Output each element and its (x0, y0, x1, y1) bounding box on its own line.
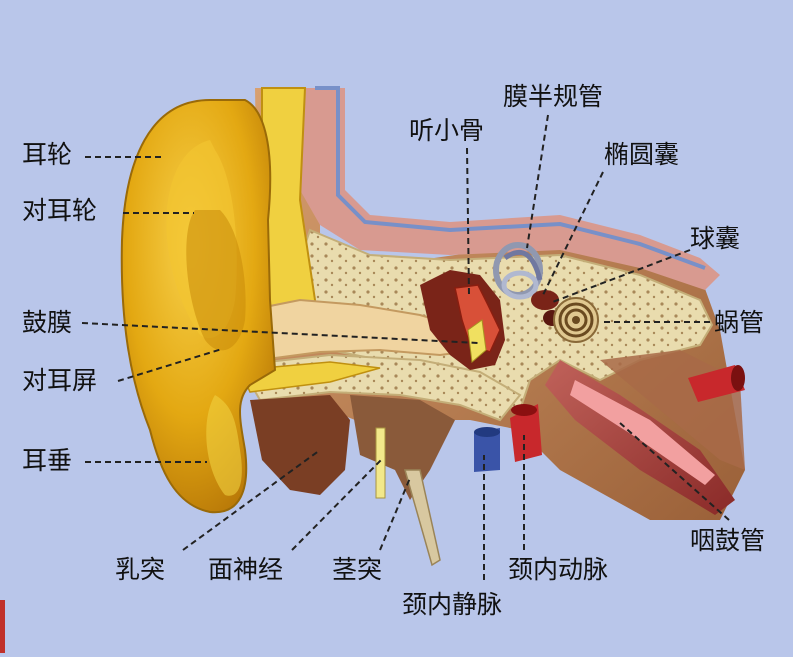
mastoid-process (250, 395, 350, 495)
vessel-right (688, 365, 745, 402)
ossicles (454, 284, 501, 353)
label-internal-carotid-artery: 颈内动脉 (508, 555, 609, 584)
tympanic-membrane (467, 319, 487, 363)
label-utricle: 椭圆囊 (604, 140, 680, 169)
tube-lumen (570, 380, 715, 485)
label-antitragus: 对耳屏 (22, 366, 98, 395)
internal-jugular-vein (474, 428, 500, 472)
label-helix: 耳轮 (22, 140, 73, 169)
label-cochlea: 蜗管 (714, 308, 765, 337)
label-eustachian-tube: 咽鼓管 (690, 526, 766, 555)
utricle (531, 290, 559, 310)
facial-nerve (375, 427, 386, 499)
semicircular-canals (493, 242, 543, 300)
lobule-fold (206, 395, 242, 496)
label-internal-jugular-vein: 颈内静脉 (402, 590, 503, 619)
label-tympanic-membrane: 鼓膜 (22, 308, 73, 337)
label-ossicles: 听小骨 (409, 116, 485, 145)
styloid-process (404, 469, 441, 567)
label-earlobe: 耳垂 (22, 446, 73, 475)
label-saccule: 球囊 (690, 224, 741, 253)
leader-lines (81, 114, 730, 580)
label-antihelix: 对耳轮 (22, 196, 98, 225)
label-facial-nerve: 面神经 (208, 555, 284, 584)
lower-tissue (350, 395, 455, 500)
concha (186, 210, 246, 351)
internal-carotid-artery (510, 404, 542, 462)
cochlea (553, 297, 599, 343)
label-mastoid: 乳突 (115, 555, 166, 584)
label-styloid: 茎突 (332, 555, 383, 584)
slide-edge-marker (0, 600, 5, 653)
label-membranous-semicircular-canals: 膜半规管 (503, 82, 604, 111)
cranial-layer-inner (315, 86, 706, 270)
